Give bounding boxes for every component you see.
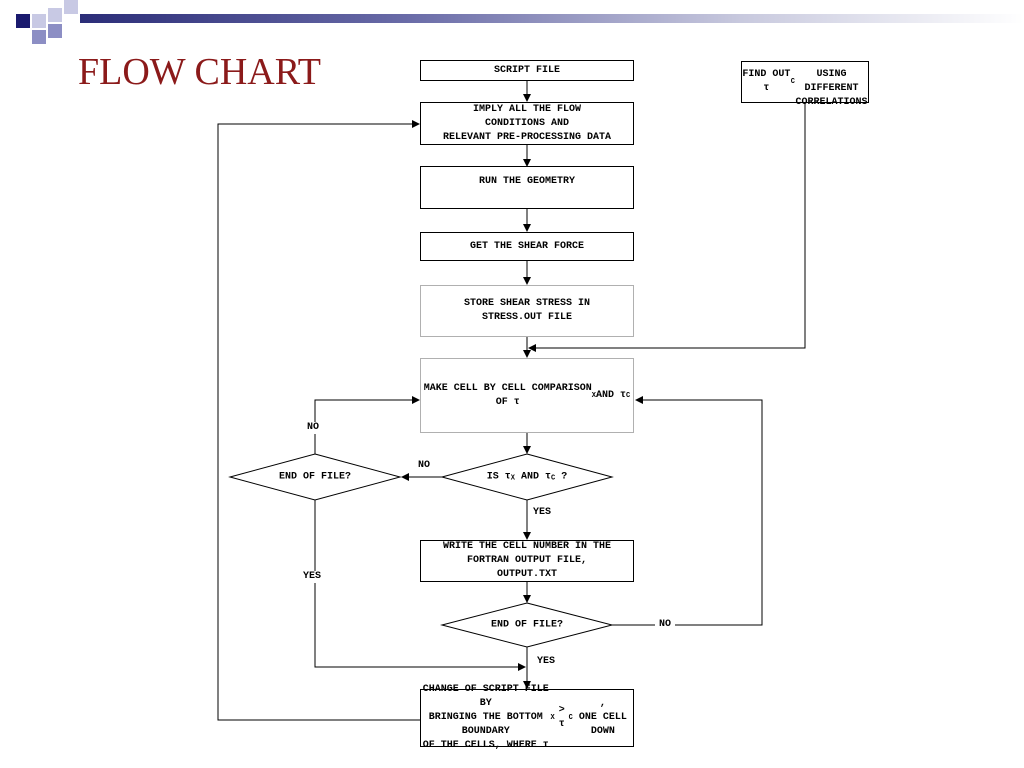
imply-conditions-box: IMPLY ALL THE FLOW CONDITIONS AND RELEVA… [420,102,634,145]
is-decision-diamond [440,453,614,501]
script-file-box: SCRIPT FILE [420,60,634,81]
header-bar [80,14,1024,23]
write-cell-box: WRITE THE CELL NUMBER IN THE FORTRAN OUT… [420,540,634,582]
slide-title: FLOW CHART [78,51,321,93]
arrow-eof-left-no [314,396,420,454]
shear-force-box: GET THE SHEAR FORCE [420,232,634,261]
change-script-box: CHANGE OF SCRIPT FILE BY BRINGING THE BO… [420,684,634,751]
run-geometry-box: RUN THE GEOMETRY [420,166,634,209]
arrow-eof-bottom-no [612,396,763,626]
label-no-eof-bottom: NO [655,619,676,631]
arrow-eof-left-yes [314,500,526,671]
eof-bottom-text: END OF FILE? [490,619,564,631]
deco-square-light [64,0,78,14]
label-yes-is: YES [533,507,552,519]
arrow-find-to-compare [528,103,806,352]
deco-square-light [32,14,46,28]
arrow-change-loop [217,120,420,721]
deco-square-light [48,8,62,22]
label-no-is: NO [418,460,431,472]
deco-square-mid [48,24,62,38]
store-stress-box: STORE SHEAR STRESS IN STRESS.OUT FILE [420,285,634,337]
deco-square-dark [16,14,30,28]
label-yes-eof-left: YES [303,571,322,583]
eof-left-text: END OF FILE? [278,471,352,483]
deco-square-mid [32,30,46,44]
label-no-eof-left: NO [307,422,320,434]
eof-left-diamond [228,453,402,501]
eof-bottom-diamond [440,602,614,648]
is-decision-text: IS τX AND τC ? [486,471,568,483]
label-yes-eof-bottom: YES [537,656,556,668]
